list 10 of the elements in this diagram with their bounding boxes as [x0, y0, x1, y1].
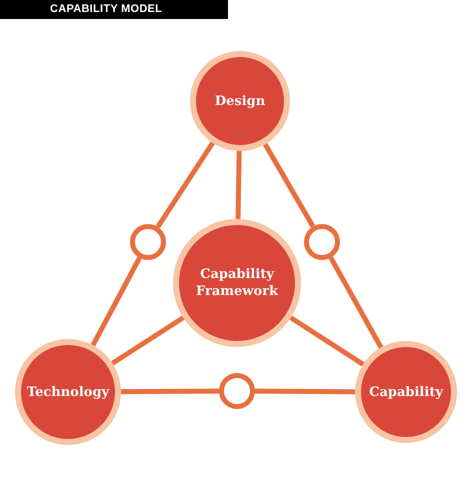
- connector-line: [111, 316, 185, 366]
- concept-label: Capability: [368, 384, 444, 400]
- concept-label: Capability Framework: [194, 266, 280, 300]
- connector-line: [121, 388, 220, 394]
- title-bar: CAPABILITY MODEL: [0, 0, 228, 19]
- concept-label: Design: [214, 92, 266, 110]
- connector-line: [254, 388, 356, 394]
- connector-line: [236, 150, 242, 220]
- connector-line: [289, 316, 364, 366]
- concept-label: Technology: [26, 384, 110, 400]
